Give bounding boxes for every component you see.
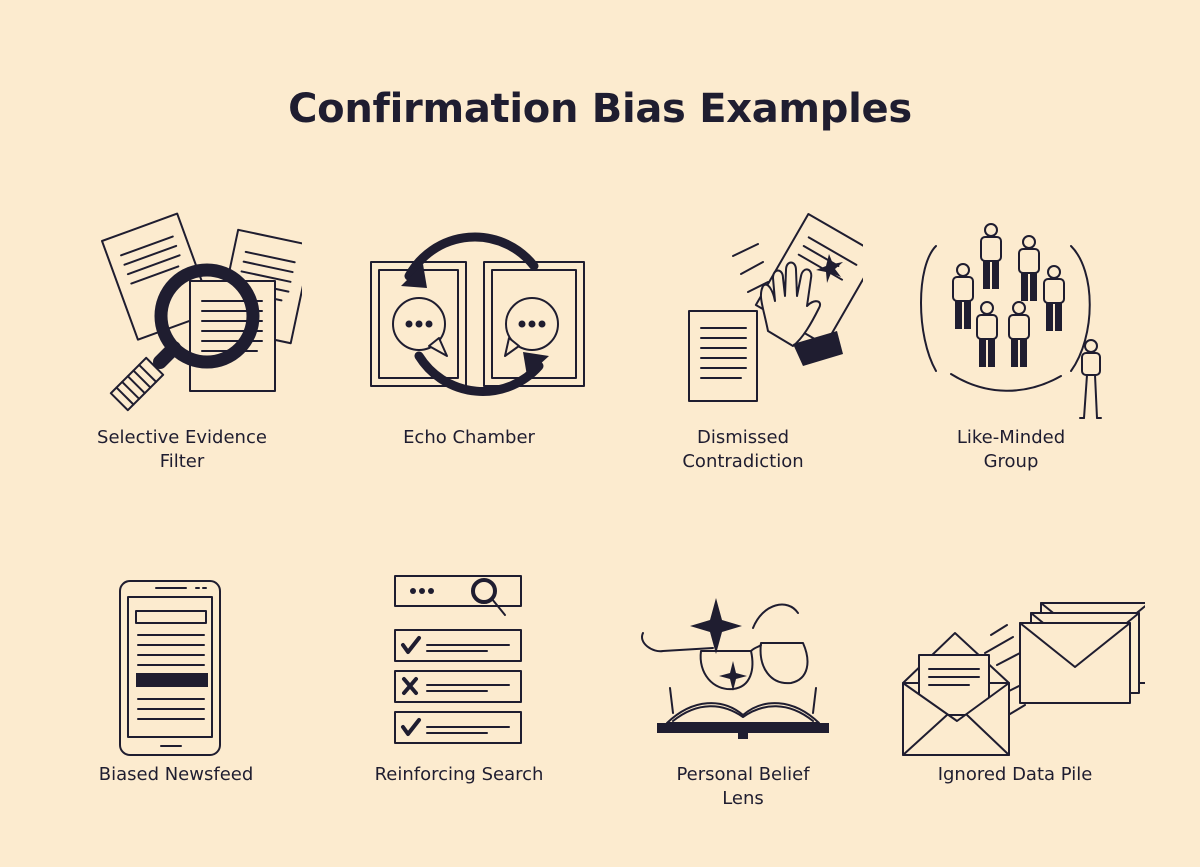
page-title: Confirmation Bias Examples (288, 86, 912, 132)
card-label-line2: Group (983, 451, 1039, 472)
card-echo-chamber: Echo Chamber (339, 206, 599, 450)
card-biased-newsfeed: Biased Newsfeed (46, 573, 306, 787)
envelopes-icon (902, 602, 1145, 756)
card-reinforcing-search: Reinforcing Search (329, 573, 589, 787)
card-selective-evidence-filter: Selective Evidence Filter (52, 206, 312, 474)
card-dismissed-contradiction: Dismissed Contradiction (613, 206, 873, 474)
card-like-minded-group: Like-Minded Group (881, 206, 1141, 474)
card-label-line1: Selective Evidence (97, 427, 267, 448)
people-group-icon (920, 223, 1102, 419)
card-label-line1: Like-Minded (956, 427, 1066, 448)
card-label-line1: Dismissed (696, 427, 790, 448)
card-personal-belief-lens: Personal Belief Lens (613, 573, 873, 811)
search-results-icon (394, 575, 522, 744)
card-ignored-data-pile: Ignored Data Pile (885, 573, 1145, 787)
glasses-book-icon (641, 598, 829, 739)
card-label-line1: Biased Newsfeed (98, 764, 254, 785)
card-label-line1: Reinforcing Search (374, 764, 544, 785)
card-label-line2: Filter (159, 451, 205, 472)
card-label-line1: Echo Chamber (403, 427, 535, 448)
card-label-line1: Ignored Data Pile (937, 764, 1093, 785)
phone-newsfeed-icon (119, 580, 221, 756)
echo-chamber-icon (370, 232, 585, 396)
card-label-line1: Personal Belief (676, 764, 810, 785)
magnifier-documents-icon (101, 212, 302, 412)
card-label-line2: Lens (722, 788, 764, 809)
card-label-line2: Contradiction (682, 451, 804, 472)
hand-rejecting-document-icon (688, 213, 863, 402)
